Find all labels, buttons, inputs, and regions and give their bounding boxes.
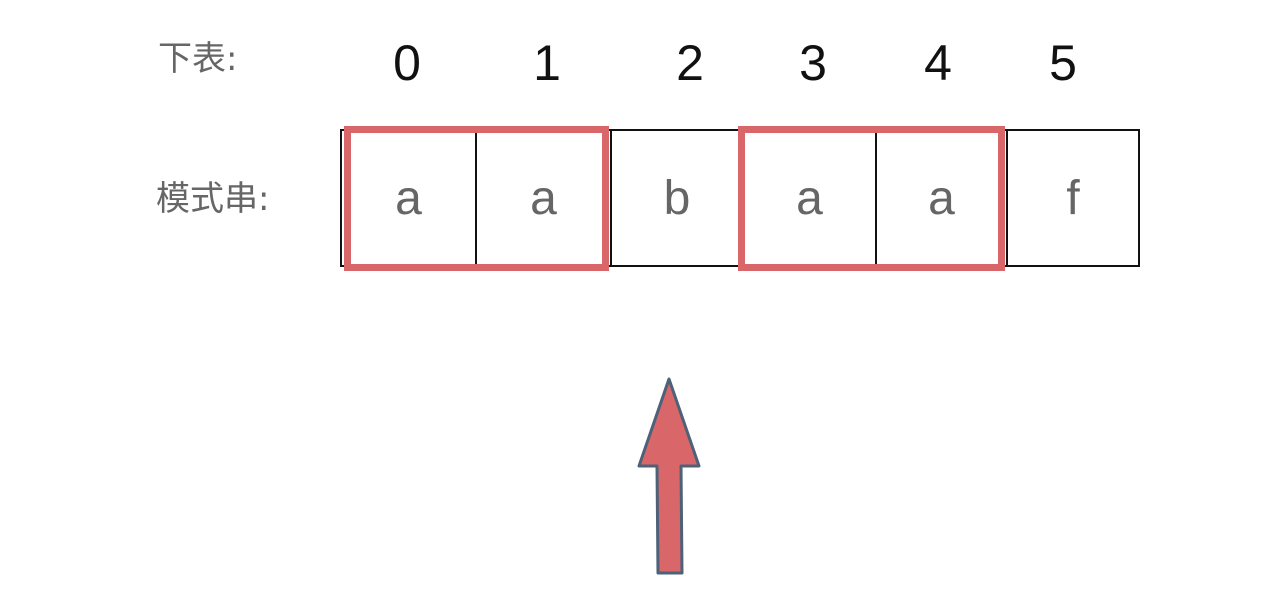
pattern-cell-5: f [1006, 131, 1138, 265]
index-number-4: 4 [924, 35, 952, 91]
pattern-row-label: 模式串: [156, 179, 270, 219]
index-number-5: 5 [1049, 35, 1077, 91]
pattern-cell-3: a [742, 131, 875, 265]
pattern-cell-1: a [475, 131, 610, 265]
pattern-cell-2: b [610, 131, 742, 265]
index-number-2: 2 [676, 35, 704, 91]
index-row-label: 下表: [158, 39, 238, 79]
index-number-1: 1 [533, 35, 561, 91]
index-number-3: 3 [799, 35, 827, 91]
up-arrow-shape [637, 377, 701, 575]
pattern-cell-0: a [395, 171, 422, 225]
pattern-string-cells: a a b a a f [340, 129, 1140, 267]
up-arrow-icon [637, 377, 701, 575]
index-number-0: 0 [393, 35, 421, 91]
pattern-cell-4: a [875, 131, 1006, 265]
